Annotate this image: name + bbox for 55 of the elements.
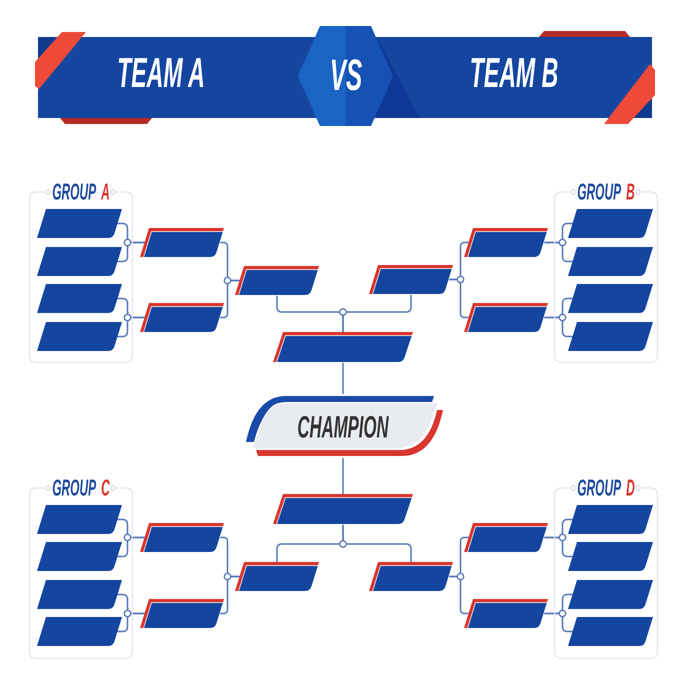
vs-hexagon (298, 26, 393, 126)
group-heading: GROUP A (52, 180, 110, 204)
match-slot (273, 332, 413, 362)
match-slot (140, 228, 224, 257)
team-slot (568, 542, 653, 571)
match-slot (464, 303, 548, 332)
team-slot (568, 209, 653, 238)
team-slot (568, 580, 653, 609)
bracket-line (544, 316, 572, 338)
team-slot (568, 284, 653, 313)
team-slot (37, 322, 122, 351)
bracket-line (342, 524, 412, 562)
champion-label: CHAMPION (297, 412, 389, 442)
bracket-line (544, 612, 572, 632)
team-slot (568, 617, 653, 646)
match-slot (235, 562, 319, 591)
team-name: TEAM B (470, 52, 558, 94)
bracket-line (544, 536, 572, 558)
bracket-line (448, 278, 468, 318)
bracket-line (220, 576, 240, 614)
match-slot (464, 228, 548, 257)
team-slot (37, 247, 122, 276)
group-heading: GROUP B (577, 180, 635, 204)
vs-label: VS (330, 54, 362, 98)
team-slot (568, 322, 653, 351)
team-slot (37, 284, 122, 313)
bracket-line (342, 458, 344, 494)
bracket-line (118, 242, 144, 262)
group-heading: GROUP D (577, 476, 635, 500)
match-slot (464, 599, 548, 628)
match-slot (140, 523, 224, 552)
match-slot (273, 494, 413, 524)
team-slot (37, 580, 122, 609)
match-slot (140, 303, 224, 332)
bracket-line (544, 242, 572, 262)
team-slot (37, 209, 122, 238)
group-heading: GROUP C (52, 476, 110, 500)
team-slot (37, 617, 122, 646)
match-slot (369, 265, 453, 294)
match-slot (140, 599, 224, 628)
bracket-line (220, 280, 240, 318)
bracket-line (448, 576, 468, 614)
team-name: TEAM A (117, 52, 205, 94)
match-slot (369, 562, 453, 591)
bracket-line (342, 294, 412, 332)
bracket-line (118, 316, 144, 338)
team-slot (37, 505, 122, 534)
team-slot (568, 247, 653, 276)
bracket-line (342, 362, 344, 394)
bracket-line (118, 612, 144, 632)
bracket-line (118, 536, 144, 558)
match-slot (464, 523, 548, 552)
team-slot (568, 505, 653, 534)
match-slot (235, 266, 319, 295)
team-slot (37, 542, 122, 571)
